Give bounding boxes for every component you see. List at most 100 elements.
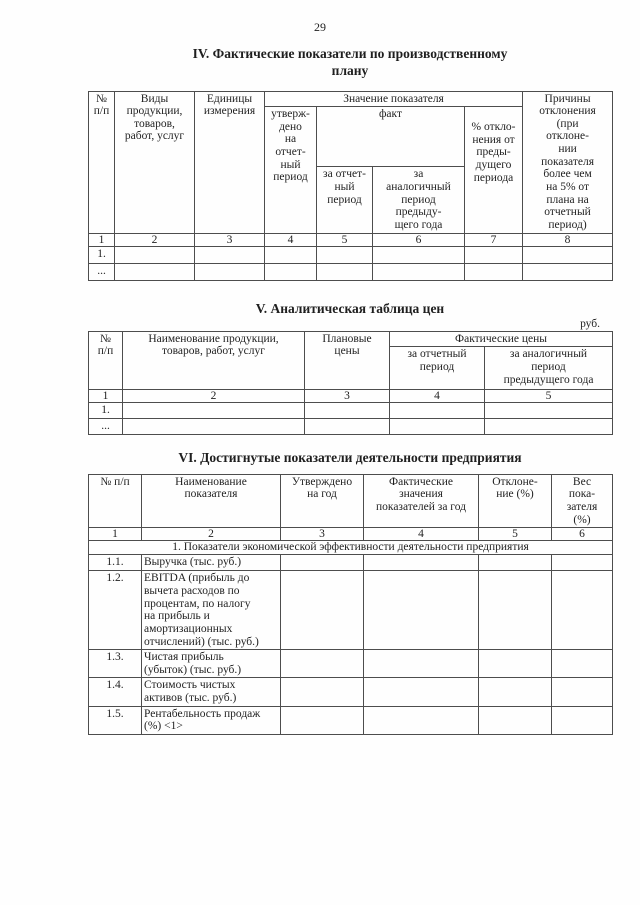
empty-cell bbox=[363, 649, 479, 679]
t5-col-number: 3 bbox=[304, 389, 390, 404]
empty-cell bbox=[478, 554, 552, 572]
t6-data-row: 1.1. Выручка (тыс. руб.) bbox=[88, 554, 613, 572]
t6-col-number: 3 bbox=[280, 527, 364, 542]
t4-col-number: 6 bbox=[372, 232, 465, 247]
empty-cell bbox=[372, 262, 465, 281]
t6-header-num: № п/п bbox=[88, 473, 142, 529]
empty-cell bbox=[304, 418, 390, 436]
t5-column-numbers-row: 1 2 3 4 5 bbox=[88, 389, 614, 404]
empty-cell bbox=[522, 262, 614, 281]
empty-cell bbox=[372, 245, 465, 264]
t5-row-num: ... bbox=[88, 418, 123, 436]
price-analysis-table: № п/п Наименование продукции, товаров, р… bbox=[88, 330, 614, 436]
empty-cell bbox=[463, 245, 524, 264]
empty-cell bbox=[363, 677, 479, 707]
t6-header-actual-values: Фактические значения показателей за год bbox=[363, 473, 479, 529]
t6-header-indicator-weight: Вес пока- зателя (%) bbox=[551, 473, 613, 529]
t4-col-number: 7 bbox=[463, 232, 524, 247]
section-vi-title: VI. Достигнутые показатели деятельности … bbox=[178, 450, 522, 466]
empty-cell bbox=[264, 245, 317, 264]
section-iv-title: IV. Фактические показатели по производст… bbox=[192, 46, 508, 79]
empty-cell bbox=[280, 570, 364, 651]
t6-row-num: 1.1. bbox=[88, 554, 142, 572]
empty-cell bbox=[363, 554, 479, 572]
t4-header-deviation-pct: % откло- нения от преды- дущего периода bbox=[463, 106, 524, 234]
t6-row-num: 1.3. bbox=[88, 649, 142, 679]
empty-cell bbox=[478, 649, 552, 679]
t6-indicator-name: EBITDA (прибыль до вычета расходов по пр… bbox=[141, 570, 281, 651]
t6-indicator-name: Рентабельность продаж (%) <1> bbox=[141, 705, 281, 736]
t6-indicator-name: Выручка (тыс. руб.) bbox=[141, 554, 281, 572]
t6-data-row: 1.4. Стоимость чистых активов (тыс. руб.… bbox=[88, 677, 613, 707]
t5-header-num: № п/п bbox=[88, 330, 123, 391]
empty-cell bbox=[280, 677, 364, 707]
t6-header-approved-year: Утверждено на год bbox=[280, 473, 364, 529]
empty-cell bbox=[114, 262, 195, 281]
t5-row-num: 1. bbox=[88, 402, 123, 420]
empty-cell bbox=[551, 677, 613, 707]
empty-cell bbox=[316, 262, 373, 281]
empty-cell bbox=[522, 245, 614, 264]
t6-col-number: 1 bbox=[88, 527, 142, 542]
empty-cell bbox=[478, 570, 552, 651]
t5-data-row: 1. bbox=[88, 402, 614, 420]
t4-column-numbers-row: 1 2 3 4 5 6 7 8 bbox=[88, 232, 614, 247]
empty-cell bbox=[194, 245, 265, 264]
t4-data-row: 1. bbox=[88, 245, 614, 264]
production-plan-table: № п/п Виды продукции, товаров, работ, ус… bbox=[88, 90, 614, 281]
t4-header-num: № п/п bbox=[88, 90, 115, 234]
empty-cell bbox=[551, 570, 613, 651]
t6-row-num: 1.2. bbox=[88, 570, 142, 651]
empty-cell bbox=[304, 402, 390, 420]
empty-cell bbox=[122, 418, 305, 436]
t4-col-number: 2 bbox=[114, 232, 195, 247]
empty-cell bbox=[551, 649, 613, 679]
t6-column-numbers-row: 1 2 3 4 5 6 bbox=[88, 527, 613, 542]
t6-col-number: 2 bbox=[141, 527, 281, 542]
t6-row-num: 1.4. bbox=[88, 677, 142, 707]
t6-header-indicator-name: Наименование показателя bbox=[141, 473, 281, 529]
empty-cell bbox=[280, 649, 364, 679]
t6-indicator-name: Стоимость чистых активов (тыс. руб.) bbox=[141, 677, 281, 707]
t6-header-deviation-pct: Отклоне- ние (%) bbox=[478, 473, 552, 529]
t4-col-number: 8 bbox=[522, 232, 614, 247]
empty-cell bbox=[463, 262, 524, 281]
t4-col-number: 1 bbox=[88, 232, 115, 247]
t5-col-number: 1 bbox=[88, 389, 123, 404]
t4-col-number: 5 bbox=[316, 232, 373, 247]
empty-cell bbox=[478, 677, 552, 707]
t6-data-row: 1.3. Чистая прибыль (убыток) (тыс. руб.) bbox=[88, 649, 613, 679]
empty-cell bbox=[483, 402, 614, 420]
empty-cell bbox=[280, 554, 364, 572]
t4-row-num: 1. bbox=[88, 245, 115, 264]
t6-group-header: 1. Показатели экономической эффективност… bbox=[88, 540, 613, 556]
t4-header-value-group: Значение показателя bbox=[263, 90, 524, 108]
t5-header-analog-period: за аналогичный период предыдущего года bbox=[483, 346, 614, 391]
t6-group-header-row: 1. Показатели экономической эффективност… bbox=[88, 540, 613, 556]
t4-col-number: 3 bbox=[194, 232, 265, 247]
empty-cell bbox=[114, 245, 195, 264]
t4-header-approved: утверж- дено на отчет- ный период bbox=[264, 106, 317, 234]
currency-note: руб. bbox=[580, 317, 600, 330]
page-content: IV. Фактические показатели по производст… bbox=[88, 45, 614, 736]
t4-header-fact-group: факт bbox=[316, 106, 465, 168]
t6-col-number: 4 bbox=[363, 527, 479, 542]
t4-data-row: ... bbox=[88, 262, 614, 281]
empty-cell bbox=[194, 262, 265, 281]
t4-header-analog-period: за аналогичный период предыду- щего года bbox=[372, 166, 465, 234]
t4-header-deviation-reasons: Причины отклонения (при отклоне- нии пок… bbox=[522, 90, 614, 234]
t5-col-number: 5 bbox=[483, 389, 614, 404]
achieved-indicators-table: № п/п Наименование показателя Утверждено… bbox=[88, 473, 613, 736]
t6-row-num: 1.5. bbox=[88, 705, 142, 736]
empty-cell bbox=[363, 705, 479, 736]
t4-row-num: ... bbox=[88, 262, 115, 281]
page-number: 29 bbox=[314, 20, 326, 34]
section-v-title: V. Аналитическая таблица цен bbox=[255, 300, 445, 316]
t5-header-report-period: за отчетный период bbox=[389, 346, 485, 391]
t6-indicator-name: Чистая прибыль (убыток) (тыс. руб.) bbox=[141, 649, 281, 679]
t5-data-row: ... bbox=[88, 418, 614, 436]
t5-header-product-name: Наименование продукции, товаров, работ, … bbox=[122, 330, 305, 391]
t5-col-number: 4 bbox=[389, 389, 485, 404]
t4-header-report-period: за отчет- ный период bbox=[316, 166, 373, 234]
t6-data-row: 1.5. Рентабельность продаж (%) <1> bbox=[88, 705, 613, 736]
